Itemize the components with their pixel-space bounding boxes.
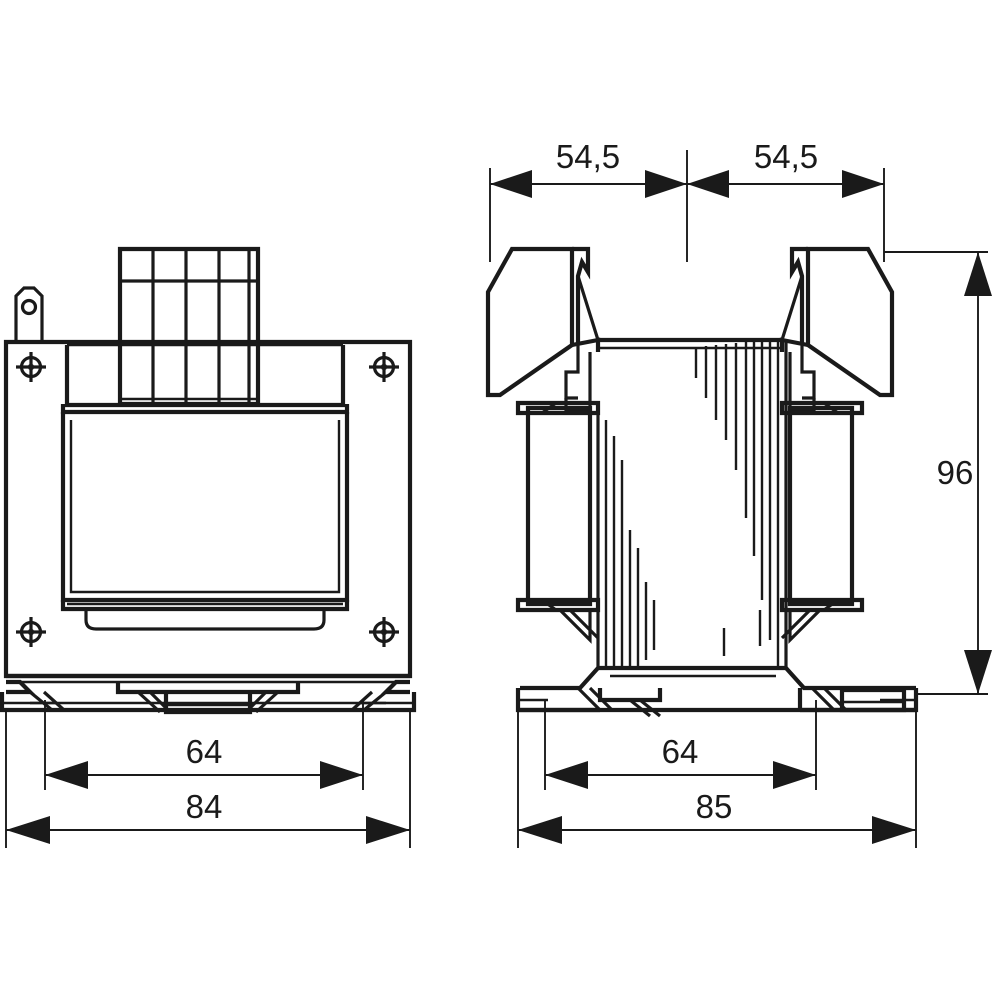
dimension-64-side: 64 [544, 700, 817, 790]
dimension-84-front: 84 [5, 712, 411, 848]
left-coil-gusset [558, 608, 600, 644]
side-elevation-view [485, 246, 919, 718]
front-elevation-view [0, 246, 417, 715]
dimension-85-side: 85 [517, 712, 917, 848]
dimension-label-545-right: 54,5 [754, 138, 818, 175]
dimension-64-front: 64 [44, 700, 364, 790]
dimension-label-64-side: 64 [662, 733, 699, 770]
dimension-label-85-side: 85 [696, 788, 733, 825]
mounting-foot-assembly [0, 673, 417, 715]
right-coil-body [779, 400, 865, 613]
coil-body [60, 404, 350, 612]
terminal-block [117, 246, 261, 407]
side-view-base-assembly [515, 665, 919, 718]
dimension-545-left: 54,5 [489, 138, 688, 262]
mounting-hole-marker-bottom-left [16, 617, 46, 647]
dimension-96: 96 [884, 251, 992, 695]
dimension-label-96: 96 [937, 454, 974, 491]
lamination-stack-left [596, 403, 656, 668]
dimension-label-64-front: 64 [186, 733, 223, 770]
insulation-shroud [84, 609, 326, 631]
top-yoke-bar [598, 337, 782, 350]
mounting-hole-marker-top-right [369, 352, 399, 382]
dimension-label-545-left: 54,5 [556, 138, 620, 175]
dimension-545-right: 54,5 [687, 138, 885, 262]
core-tie-bars [722, 610, 762, 656]
right-coil-gusset [780, 608, 822, 644]
dimension-label-84-front: 84 [186, 788, 223, 825]
earth-tab [14, 286, 44, 344]
mounting-hole-marker-bottom-right [369, 617, 399, 647]
lamination-stack-right [694, 340, 788, 668]
mounting-hole-marker-top-left [16, 352, 46, 382]
